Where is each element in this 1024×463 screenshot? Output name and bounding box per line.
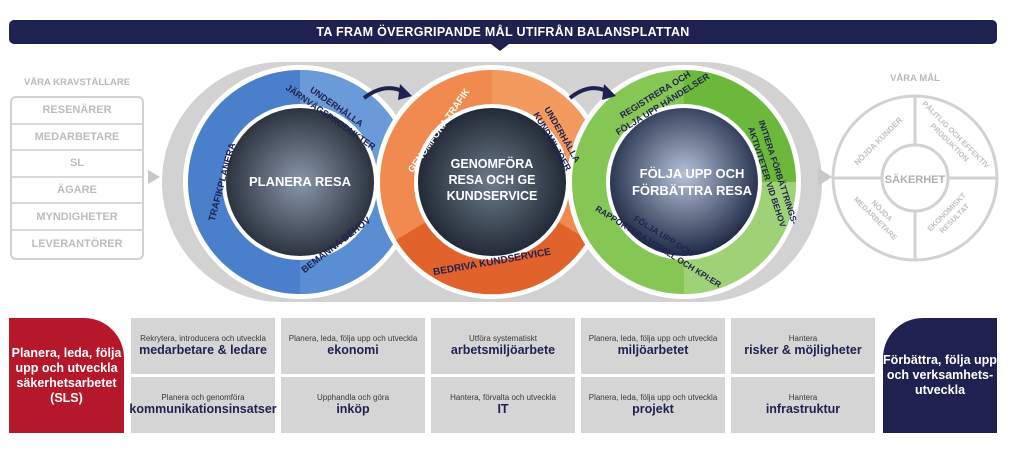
follow-center-line: FÖRBÄTTRA RESA [632, 183, 753, 198]
goals-center: SÄKERHET [885, 173, 946, 186]
support-process-area: arbetsmiljöarbete [451, 343, 555, 359]
support-process-verb: Hantera, förvalta och utveckla [450, 393, 556, 402]
safety-management-block: Planera, leda, följa upp och utveckla sä… [9, 318, 124, 433]
support-process-cell: Rekrytera, introducera och utveckla meda… [131, 318, 275, 374]
support-process-area: infrastruktur [766, 402, 840, 418]
support-process-verb: Planera, leda, följa upp och utveckla [589, 334, 718, 343]
improvement-block: Förbättra, följa upp och verksamhets-utv… [883, 318, 997, 433]
support-process-area: miljöarbetet [618, 343, 689, 359]
support-process-cell: Planera och genomföra kommunikationsinsa… [131, 377, 275, 433]
support-process-cell: Planera, leda, följa upp och utveckla pr… [581, 377, 725, 433]
support-process-area: inköp [336, 402, 369, 418]
support-process-verb: Upphandla och göra [317, 393, 389, 402]
support-process-verb: Rekrytera, introducera och utveckla [140, 334, 266, 343]
execute-center-line: KUNDSERVICE [447, 189, 538, 203]
execute-center-line: GENOMFÖRA [451, 156, 534, 171]
support-process-verb: Hantera [789, 393, 817, 402]
support-process-area: medarbetare & ledare [139, 343, 267, 359]
follow-center-line: FÖLJA UPP OCH [640, 166, 745, 181]
plan-center-label: PLANERA RESA [249, 174, 352, 189]
support-process-verb: Hantera [789, 334, 817, 343]
support-process-cell: Hantera infrastruktur [731, 377, 875, 433]
support-process-verb: Planera, leda, följa upp och utveckla [289, 334, 418, 343]
output-arrow [818, 168, 832, 186]
goals-circle: SÄKERHET NÖJDA KUNDER PÅLITLIG OCH EFFEK… [833, 96, 997, 260]
support-process-area: IT [497, 402, 508, 418]
support-process-area: projekt [632, 402, 674, 418]
support-process-cell: Hantera, förvalta och utveckla IT [431, 377, 575, 433]
support-process-cell: Utföra systematiskt arbetsmiljöarbete [431, 318, 575, 374]
input-arrow [148, 170, 160, 184]
support-process-verb: Planera och genomföra [161, 393, 244, 402]
support-process-cell: Hantera risker & möjligheter [731, 318, 875, 374]
support-process-cell: Planera, leda, följa upp och utveckla mi… [581, 318, 725, 374]
support-process-cell: Upphandla och göra inköp [281, 377, 425, 433]
support-process-verb: Planera, leda, följa upp och utveckla [589, 393, 718, 402]
support-process-area: ekonomi [327, 343, 378, 359]
support-process-cell: Planera, leda, följa upp och utveckla ek… [281, 318, 425, 374]
execute-center-line: RESA OCH GE [448, 173, 535, 187]
support-process-area: kommunikationsinsatser [129, 402, 276, 418]
support-process-verb: Utföra systematiskt [469, 334, 537, 343]
support-process-area: risker & möjligheter [744, 343, 861, 359]
